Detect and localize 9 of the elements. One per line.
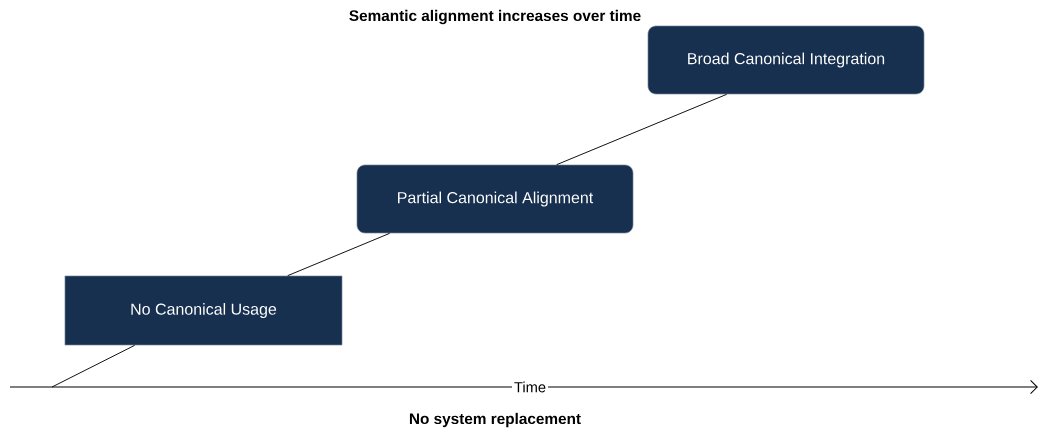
title: Semantic alignment increases over time (349, 9, 641, 25)
connector-line (556, 93, 728, 166)
connector-line (51, 344, 136, 388)
axis-label: Time (512, 379, 549, 395)
connector-line (287, 232, 391, 277)
stage-box: Broad Canonical Integration (647, 25, 925, 95)
caption: No system replacement (409, 412, 581, 428)
stage-box: No Canonical Usage (64, 275, 343, 346)
stage-box: Partial Canonical Alignment (356, 164, 634, 234)
